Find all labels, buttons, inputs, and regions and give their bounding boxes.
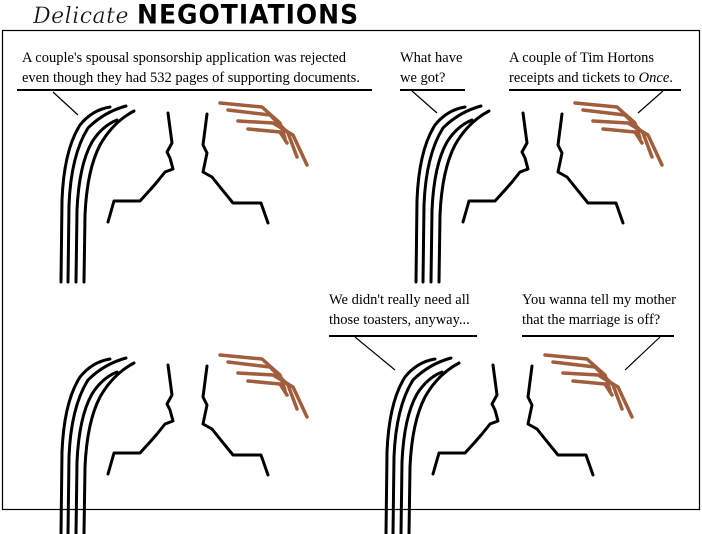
scene-panel-4 [384, 353, 634, 534]
caption-text: receipts and tickets to [509, 70, 639, 86]
caption-line: we got? [400, 70, 446, 86]
caption-panel-2: What have we got? [400, 48, 462, 88]
caption-line: even though they had 532 pages of suppor… [22, 70, 360, 86]
caption-panel-4: We didn't really need all those toasters… [329, 290, 470, 330]
caption-panel-3: A couple of Tim Hortons receipts and tic… [509, 48, 673, 88]
caption-line: You wanna tell my mother [522, 292, 676, 308]
caption-panel-5: You wanna tell my mother that the marria… [522, 290, 676, 330]
caption-line: A couple of Tim Hortons [509, 50, 655, 66]
caption-line: A couple's spousal sponsorship applicati… [22, 50, 346, 66]
caption-end: . [669, 70, 673, 86]
caption-line: those toasters, anyway... [329, 312, 470, 328]
scene-panel-3 [59, 353, 309, 534]
scene-panel-2 [414, 101, 664, 284]
caption-line: We didn't really need all [329, 292, 470, 308]
scene-panel-1 [59, 101, 309, 284]
caption-italic-title: Once [638, 70, 670, 86]
caption-line: What have [400, 50, 463, 66]
caption-panel-1: A couple's spousal sponsorship applicati… [22, 48, 360, 88]
speech-underlines [17, 89, 681, 337]
caption-line: receipts and tickets to Once. [509, 68, 673, 88]
title-main-word: NEGOTIATIONS [137, 0, 360, 30]
title-script-word: Delicate [33, 4, 130, 29]
speech-tails [52, 90, 664, 371]
comic-title: Delicate NEGOTIATIONS [33, 0, 359, 30]
panel-border [1, 29, 701, 511]
caption-line: that the marriage is off? [522, 312, 661, 328]
